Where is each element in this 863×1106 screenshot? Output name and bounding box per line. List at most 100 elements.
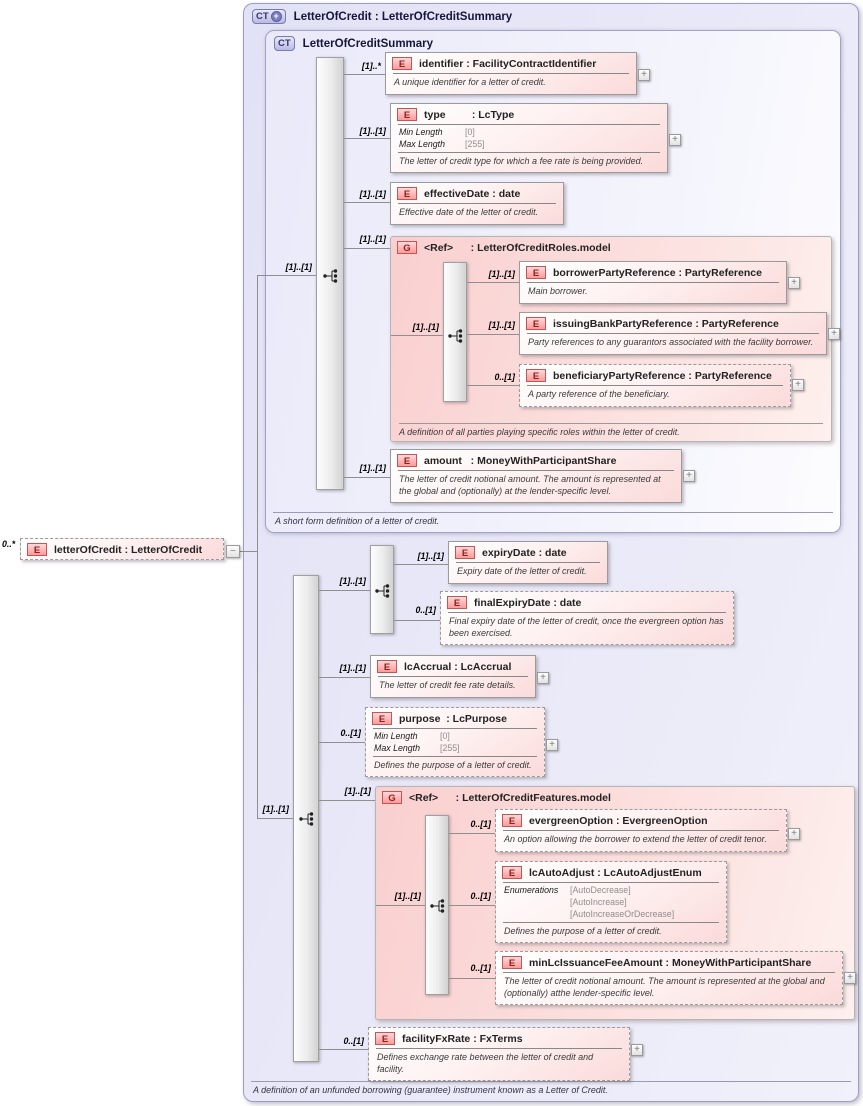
cardinality-label: [1]..[1]	[417, 551, 444, 561]
divider	[448, 612, 726, 613]
cardinality-label: 0..[1]	[415, 605, 436, 615]
element-issuingbankpartyreference-doc: Party references to any guarantors assoc…	[528, 337, 814, 347]
element-beneficiarypartyreference-doc: A party reference of the beneficiary.	[528, 389, 670, 399]
element-lcautoadjust-title: lcAutoAdjust : LcAutoAdjustEnum	[529, 866, 702, 879]
element-expirydate-doc: Expiry date of the letter of credit.	[457, 566, 587, 576]
element-minlcissuancefeeamount-title: minLcIssuanceFeeAmount : MoneyWithPartic…	[529, 956, 812, 969]
complextype-summary-title: LetterOfCreditSummary	[302, 37, 434, 50]
group-roles-annotation: A definition of all parties playing spec…	[399, 423, 823, 437]
element-icon: E	[526, 266, 546, 279]
divider	[527, 333, 819, 334]
group-roles-header: G <Ref> : LetterOfCreditRoles.model	[391, 237, 831, 257]
element-expirydate-title: expiryDate : date	[482, 546, 567, 559]
sequence-icon	[299, 812, 314, 826]
facet-label: Min Length	[399, 127, 443, 137]
divider	[503, 972, 835, 973]
expand-button[interactable]: +	[788, 277, 800, 289]
connector-line	[319, 1049, 368, 1050]
expand-button[interactable]: +	[844, 972, 856, 984]
element-icon: E	[526, 369, 546, 382]
divider	[527, 385, 783, 386]
expand-button[interactable]: +	[828, 328, 840, 340]
cardinality-label: [1]..[1]	[344, 786, 371, 796]
element-icon: E	[455, 546, 475, 559]
cardinality-label: 0..[1]	[470, 963, 491, 973]
divider	[398, 151, 660, 153]
facet-value: [255]	[440, 742, 460, 753]
element-identifier-title: identifier : FacilityContractIdentifier	[419, 57, 597, 70]
expand-button[interactable]: +	[669, 134, 681, 146]
connector-line	[376, 905, 425, 906]
cardinality-label: [1]..[1]	[359, 234, 386, 244]
element-lcaccrual-title: lcAccrual : LcAccrual	[404, 660, 512, 673]
connector-line	[257, 275, 316, 276]
facet-list: Min Length[0] Max Length[255]	[374, 731, 536, 755]
divider	[398, 203, 556, 204]
expand-button[interactable]: +	[631, 1044, 643, 1056]
divider	[527, 282, 779, 283]
connector-line	[344, 138, 390, 139]
element-lcaccrual-doc: The letter of credit fee rate details.	[379, 680, 516, 690]
sequence-icon	[375, 584, 390, 598]
divider	[456, 562, 600, 563]
element-finalexpirydate-title: finalExpiryDate : date	[474, 596, 582, 609]
expand-button[interactable]: +	[537, 672, 549, 684]
element-letterofcredit-title: letterOfCredit : LetterOfCredit	[54, 543, 203, 556]
element-type-title: type : LcType	[424, 108, 515, 121]
element-icon: E	[27, 543, 47, 556]
sequence-bar	[316, 57, 344, 490]
element-facilityfxrate-doc: Defines exchange rate between the letter…	[377, 1052, 594, 1074]
complextype-letterofcredit-header: CT+ LetterOfCredit : LetterOfCreditSumma…	[252, 9, 512, 24]
complextype-summary-annotation: A short form definition of a letter of c…	[273, 512, 833, 528]
connector-line	[236, 551, 257, 552]
element-identifier-doc: A unique identifier for a letter of cred…	[394, 77, 546, 87]
connector-line	[449, 833, 495, 834]
cardinality-label: [1]..[1]	[339, 663, 366, 673]
expand-button[interactable]: +	[546, 739, 558, 751]
expand-button[interactable]: +	[788, 828, 800, 840]
element-type-doc: The letter of credit type for which a fe…	[399, 155, 644, 166]
expand-button[interactable]: +	[792, 379, 804, 391]
cardinality-label: [1]..[1]	[262, 804, 289, 814]
connector-line	[319, 677, 370, 678]
element-amount-title: amount : MoneyWithParticipantShare	[424, 454, 617, 467]
complextype-extension-icon: CT+	[252, 9, 286, 24]
group-features-header: G <Ref> : LetterOfCreditFeatures.model	[376, 787, 854, 807]
element-effectivedate-doc: Effective date of the letter of credit.	[399, 207, 539, 217]
complextype-title: LetterOfCredit : LetterOfCreditSummary	[293, 10, 513, 23]
sequence-icon	[448, 329, 463, 343]
expand-button[interactable]: +	[683, 470, 695, 482]
element-purpose-title: purpose : LcPurpose	[399, 712, 507, 725]
cardinality-label: 0..[1]	[470, 891, 491, 901]
divider	[393, 73, 629, 74]
connector-line	[394, 620, 440, 621]
connector-line	[319, 590, 370, 591]
divider	[378, 676, 528, 677]
element-icon: E	[397, 108, 417, 121]
expand-button[interactable]: +	[638, 69, 650, 81]
element-lcautoadjust-doc: Defines the purpose of a letter of credi…	[504, 925, 662, 936]
cardinality-label: 0..[1]	[470, 819, 491, 829]
divider	[373, 755, 537, 757]
connector-line	[391, 335, 443, 336]
facet-value: [0]	[440, 731, 450, 741]
collapse-button[interactable]: −	[226, 545, 240, 558]
ct-badge-label: CT	[278, 38, 291, 49]
connector-line	[344, 248, 390, 249]
